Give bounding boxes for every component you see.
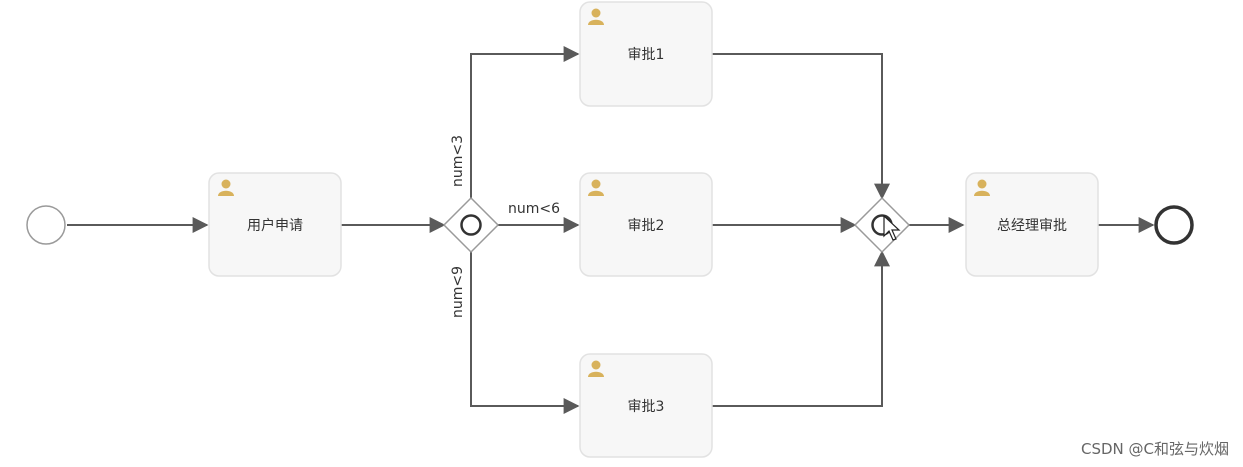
condition-label-num-lt-6: num<6 — [508, 201, 560, 217]
task-label: 总经理审批 — [997, 218, 1067, 234]
task-label: 用户申请 — [247, 217, 303, 234]
task-approve-3[interactable]: 审批3 — [579, 353, 713, 458]
task-user-apply[interactable]: 用户申请 — [208, 172, 342, 277]
mouse-cursor-icon — [883, 214, 901, 241]
inclusive-gateway-icon — [460, 214, 482, 236]
condition-label-num-lt-9: num<9 — [450, 266, 466, 318]
flow-approve1-to-join — [712, 53, 890, 200]
start-event[interactable] — [26, 205, 66, 245]
task-approve-2[interactable]: 审批2 — [579, 172, 713, 277]
end-event[interactable] — [1154, 205, 1194, 245]
join-gateway[interactable] — [853, 196, 911, 254]
condition-label-num-lt-3: num<3 — [450, 135, 466, 187]
task-label: 审批3 — [628, 399, 665, 415]
task-label: 审批1 — [628, 47, 665, 63]
watermark-text: CSDN @C和弦与炊烟 — [1080, 440, 1229, 458]
task-label: 审批2 — [628, 218, 665, 234]
flow-split-to-approve3 — [470, 250, 580, 414]
task-general-manager-approve[interactable]: 总经理审批 — [965, 172, 1099, 277]
split-gateway[interactable] — [442, 196, 500, 254]
flow-approve3-to-join — [712, 250, 890, 407]
flow-split-to-approve1 — [470, 46, 580, 200]
task-approve-1[interactable]: 审批1 — [579, 1, 713, 107]
